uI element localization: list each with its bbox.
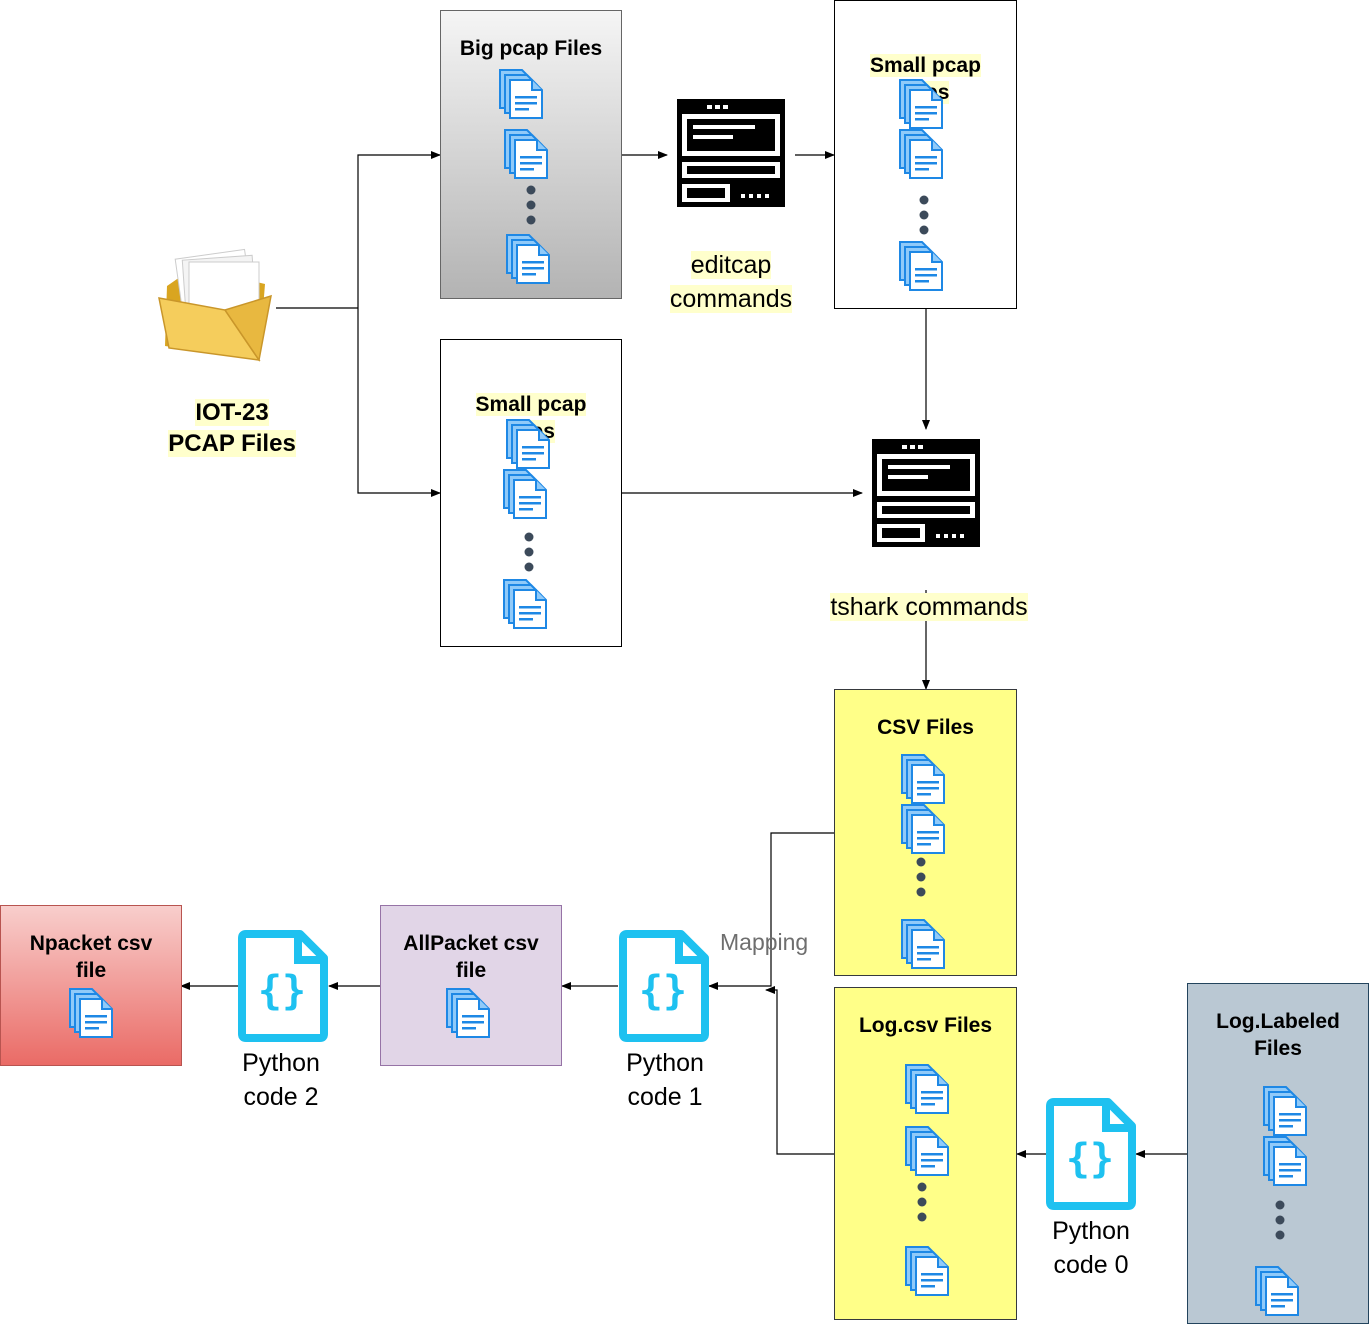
allpacket-box: AllPacket csv file [380, 905, 562, 1066]
document-stack-icon [899, 79, 943, 129]
document-stack-icon [905, 1064, 949, 1114]
ellipsis-dots-icon [526, 185, 536, 225]
document-stack-icon [905, 1126, 949, 1176]
ellipsis-dots-icon [524, 532, 534, 572]
document-stack-icon [506, 419, 550, 469]
python0-code-icon: {} [1046, 1098, 1136, 1210]
folder-icon [158, 248, 272, 362]
editcap-label: editcap commands [669, 251, 793, 313]
python1-label: Python code 1 [626, 1049, 704, 1111]
ellipsis-dots-icon [1275, 1200, 1285, 1240]
tshark-label: tshark commands [830, 593, 1028, 621]
tshark-terminal-icon [872, 439, 980, 547]
document-stack-icon [1263, 1136, 1307, 1186]
npacket-title: Npacket csv file [29, 932, 153, 982]
document-stack-icon [1263, 1086, 1307, 1136]
document-stack-icon [905, 1246, 949, 1296]
document-stack-icon [899, 129, 943, 179]
python2-label: Python code 2 [242, 1049, 320, 1111]
allpacket-title: AllPacket csv file [403, 932, 539, 982]
npacket-box: Npacket csv file [0, 905, 182, 1066]
edge-to-small-pcap-mid [357, 308, 441, 497]
svg-text:{}: {} [1066, 1136, 1114, 1182]
log-csv-title: Log.csv Files [858, 1014, 993, 1037]
edge-csv-to-python1 [708, 832, 834, 990]
document-stack-icon [506, 234, 550, 284]
ellipsis-dots-icon [919, 195, 929, 235]
python0-label: Python code 0 [1052, 1217, 1130, 1279]
edge-to-big-pcap [357, 151, 441, 308]
document-stack-icon [901, 919, 945, 969]
log-labeled-title: Log.Labeled Files [1216, 1010, 1340, 1060]
document-stack-icon [446, 988, 490, 1038]
python2-code-icon: {} [238, 930, 328, 1042]
big-pcap-title: Big pcap Files [459, 37, 603, 60]
svg-text:{}: {} [258, 968, 306, 1014]
iot-label: IOT-23 PCAP Files [168, 399, 296, 457]
document-stack-icon [504, 129, 548, 179]
svg-text:{}: {} [639, 968, 687, 1014]
editcap-terminal-icon [677, 99, 785, 207]
edge-log-to-python1 [765, 986, 834, 1155]
document-stack-icon [503, 469, 547, 519]
document-stack-icon [1255, 1266, 1299, 1316]
connectors [180, 151, 1187, 1158]
document-stack-icon [901, 804, 945, 854]
python1-code-icon: {} [619, 930, 709, 1042]
ellipsis-dots-icon [917, 1182, 927, 1222]
document-stack-icon [69, 988, 113, 1038]
document-stack-icon [499, 69, 543, 119]
csv-files-title: CSV Files [877, 716, 974, 739]
ellipsis-dots-icon [916, 857, 926, 897]
document-stack-icon [899, 241, 943, 291]
mapping-label: Mapping [720, 929, 809, 955]
document-stack-icon [901, 754, 945, 804]
document-stack-icon [503, 579, 547, 629]
